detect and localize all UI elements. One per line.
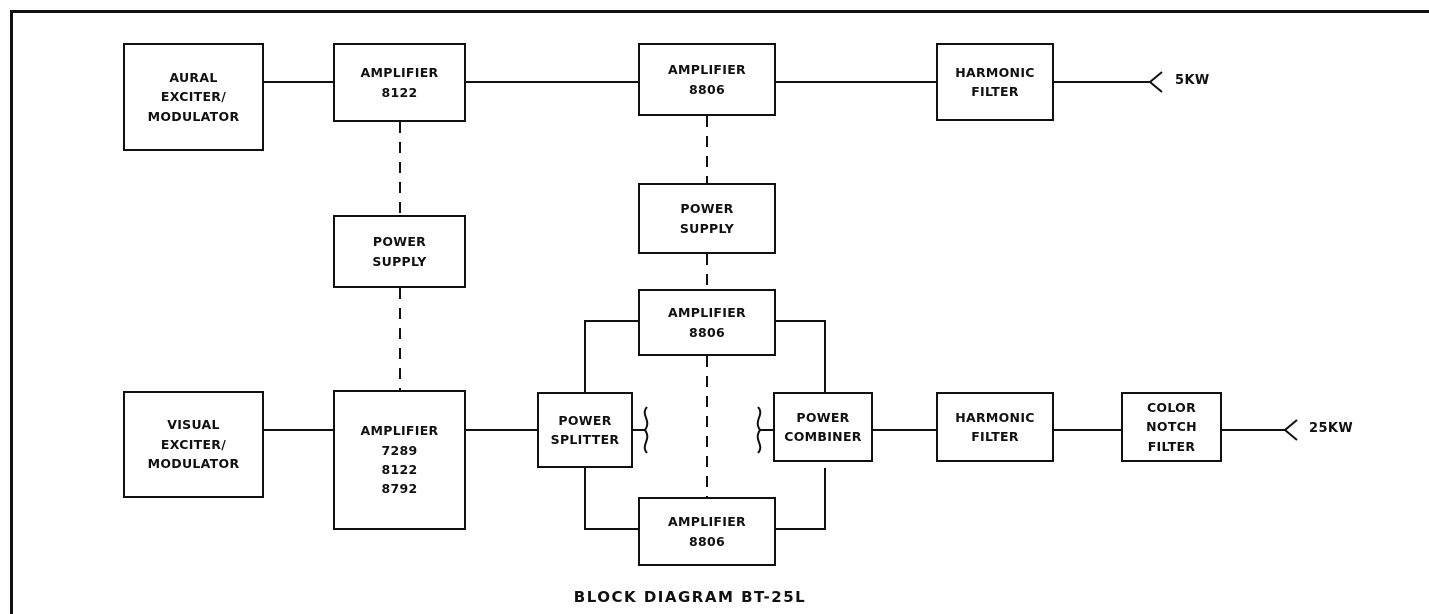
antenna-5kw <box>1148 71 1163 93</box>
diagram-frame <box>10 10 1429 614</box>
wire-amp-lower-to-combiner <box>776 468 826 530</box>
coupler-right-squiggle <box>756 406 762 454</box>
output-5kw-label: 5KW <box>1175 73 1210 88</box>
wire-splitter-to-amp-upper <box>584 320 638 392</box>
coupler-left-squiggle <box>643 406 649 454</box>
wire-splitter-to-amp-lower <box>584 468 638 530</box>
diagram-caption: BLOCK DIAGRAM BT-25L <box>573 588 807 606</box>
output-25kw-label: 25KW <box>1309 421 1354 436</box>
wire-amp-upper-to-combiner <box>776 320 826 392</box>
antenna-25kw <box>1283 419 1298 441</box>
